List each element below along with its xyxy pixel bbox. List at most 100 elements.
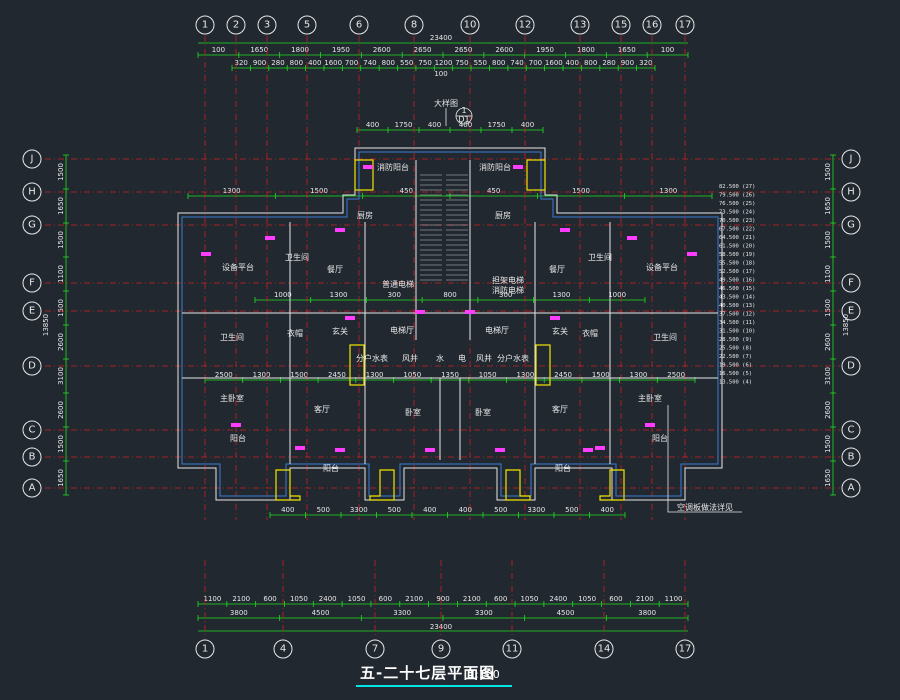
dim-text-innertop-2: 400 <box>428 121 441 129</box>
door-tag-1 <box>513 165 523 169</box>
axis-bubble-top-5: 5 <box>297 15 317 35</box>
axis-bubble-l-E: E <box>22 301 42 321</box>
dim-text-left1-7: 2600 <box>57 401 65 419</box>
dim-text-innera-5: 400 <box>459 506 472 514</box>
dim-text-bot2-5: 3800 <box>638 609 656 617</box>
axis-bubble-r-A: A <box>841 478 861 498</box>
room-label-equip-right: 设备平台 <box>646 262 678 272</box>
dim-text-top1-0: 100 <box>212 46 225 54</box>
room-label-balc2-right: 阳台 <box>555 463 571 473</box>
dim-text-top1-2: 1800 <box>291 46 309 54</box>
axis-bubble-l-B: B <box>22 447 42 467</box>
door-tag-6 <box>201 252 211 256</box>
level-row-13: 43.500 (14) <box>719 295 755 301</box>
axis-bubble-l-A: A <box>22 478 42 498</box>
axis-bubble-l-C: C <box>22 420 42 440</box>
balcony-corner-3 <box>505 469 531 501</box>
dim-text-top2-12: 750 <box>455 59 468 67</box>
room-label-elev-normal: 普通电梯 <box>382 279 414 289</box>
dim-text-left1-6: 3100 <box>57 367 65 385</box>
door-tag-7 <box>687 252 697 256</box>
dim-text-left1-3: 1100 <box>57 265 65 283</box>
dim-text-left1-0: 1500 <box>57 163 65 181</box>
section-marker: 1 D1 大样图 <box>434 98 473 126</box>
axis-bubble-bottom-17: 17 <box>675 639 695 659</box>
axis-bubble-r-D: D <box>841 356 861 376</box>
dim-text-top2-6: 700 <box>345 59 358 67</box>
dim-text-top2-13: 550 <box>474 59 487 67</box>
axis-bubble-r-G: G <box>841 215 861 235</box>
room-label-well-left: 风井 <box>402 353 418 363</box>
room-label-bath-right: 卫生间 <box>653 332 677 342</box>
drawing-scale: 1:100 <box>468 668 500 681</box>
dim-text-bot1-16: 1100 <box>665 595 683 603</box>
door-tag-3 <box>560 228 570 232</box>
dim-text-innera-9: 400 <box>601 506 614 514</box>
axis-label-top-3: 3 <box>264 20 270 31</box>
dim-text-innerd-7: 1050 <box>479 371 497 379</box>
room-label-water: 水 <box>436 353 444 363</box>
dim-right-total: 13850 <box>842 314 850 336</box>
door-tag-13 <box>425 448 435 452</box>
dim-left-total: 13850 <box>42 314 50 336</box>
door-tag-16 <box>231 423 241 427</box>
axis-label-l-H: H <box>28 187 36 198</box>
room-label-pipe-left: 分户水表 <box>356 353 388 363</box>
dim-text-innerd-5: 1050 <box>403 371 421 379</box>
dim-text-bot1-13: 1050 <box>578 595 596 603</box>
room-label-kitchen-right: 厨房 <box>495 210 511 220</box>
room-label-master-right: 主卧室 <box>638 393 662 403</box>
dim-text-innertop-1: 1750 <box>395 121 413 129</box>
axis-label-top-12: 12 <box>519 20 532 31</box>
dim-text-innertop-3: 400 <box>459 121 472 129</box>
dim-text-innerd-0: 2500 <box>215 371 233 379</box>
level-row-2: 76.500 (25) <box>719 201 755 207</box>
dim-text-innere-3: 800 <box>443 291 456 299</box>
dim-text-innera-2: 3300 <box>350 506 368 514</box>
dim-text-top2-5: 1600 <box>324 59 342 67</box>
dim-text-bot1-4: 2400 <box>319 595 337 603</box>
dim-text-innere-4: 300 <box>499 291 512 299</box>
axis-label-l-J: J <box>30 154 34 165</box>
axis-label-r-B: B <box>848 452 855 463</box>
room-label-pipe-right: 分户水表 <box>497 353 529 363</box>
dim-text-bot1-9: 2100 <box>463 595 481 603</box>
dim-text-bot2-0: 3800 <box>230 609 248 617</box>
dim-text-bot1-2: 600 <box>263 595 276 603</box>
section-marker-label: 大样图 <box>434 98 458 108</box>
dim-text-innera-7: 3300 <box>527 506 545 514</box>
dim-text-innerd-10: 1500 <box>592 371 610 379</box>
dim-text-left1-5: 2600 <box>57 333 65 351</box>
axis-bubble-r-H: H <box>841 182 861 202</box>
dim-text-bot1-10: 600 <box>494 595 507 603</box>
door-tag-11 <box>465 310 475 314</box>
dim-text-bot1-8: 900 <box>436 595 449 603</box>
dim-text-top2-20: 280 <box>602 59 615 67</box>
dim-text-top2-14: 800 <box>492 59 505 67</box>
room-label-closet-right: 衣帽 <box>582 328 598 338</box>
dim-text-top2-17: 1600 <box>545 59 563 67</box>
dim-text-top1-1: 1650 <box>250 46 268 54</box>
axis-bubble-top-8: 8 <box>404 15 424 35</box>
axis-label-top-16: 16 <box>646 20 659 31</box>
axis-bubble-r-B: B <box>841 447 861 467</box>
dim-text-innera-4: 400 <box>423 506 436 514</box>
dim-text-innerd-3: 2450 <box>328 371 346 379</box>
axis-label-l-B: B <box>29 452 36 463</box>
axis-bubble-bottom-11: 11 <box>502 639 522 659</box>
dim-text-right1-7: 2600 <box>824 401 832 419</box>
dim-text-top2-11: 1200 <box>435 59 453 67</box>
outer-wall-blue <box>181 151 719 497</box>
dim-text-bot2-3: 3300 <box>475 609 493 617</box>
dim-text-bot2-1: 4500 <box>312 609 330 617</box>
room-label-balc-right: 阳台 <box>652 433 668 443</box>
level-row-3: 73.500 (24) <box>719 210 755 216</box>
dim-text-top1-3: 1950 <box>332 46 350 54</box>
axis-label-top-2: 2 <box>233 20 239 31</box>
axis-label-top-5: 5 <box>304 20 310 31</box>
dim-text-left1-4: 1500 <box>57 299 65 317</box>
axis-bubble-top-10: 10 <box>460 15 480 35</box>
axis-label-r-C: C <box>848 425 855 436</box>
callout-leader: 空调板做法详见 <box>667 405 742 513</box>
dim-text-innerd-12: 2500 <box>667 371 685 379</box>
